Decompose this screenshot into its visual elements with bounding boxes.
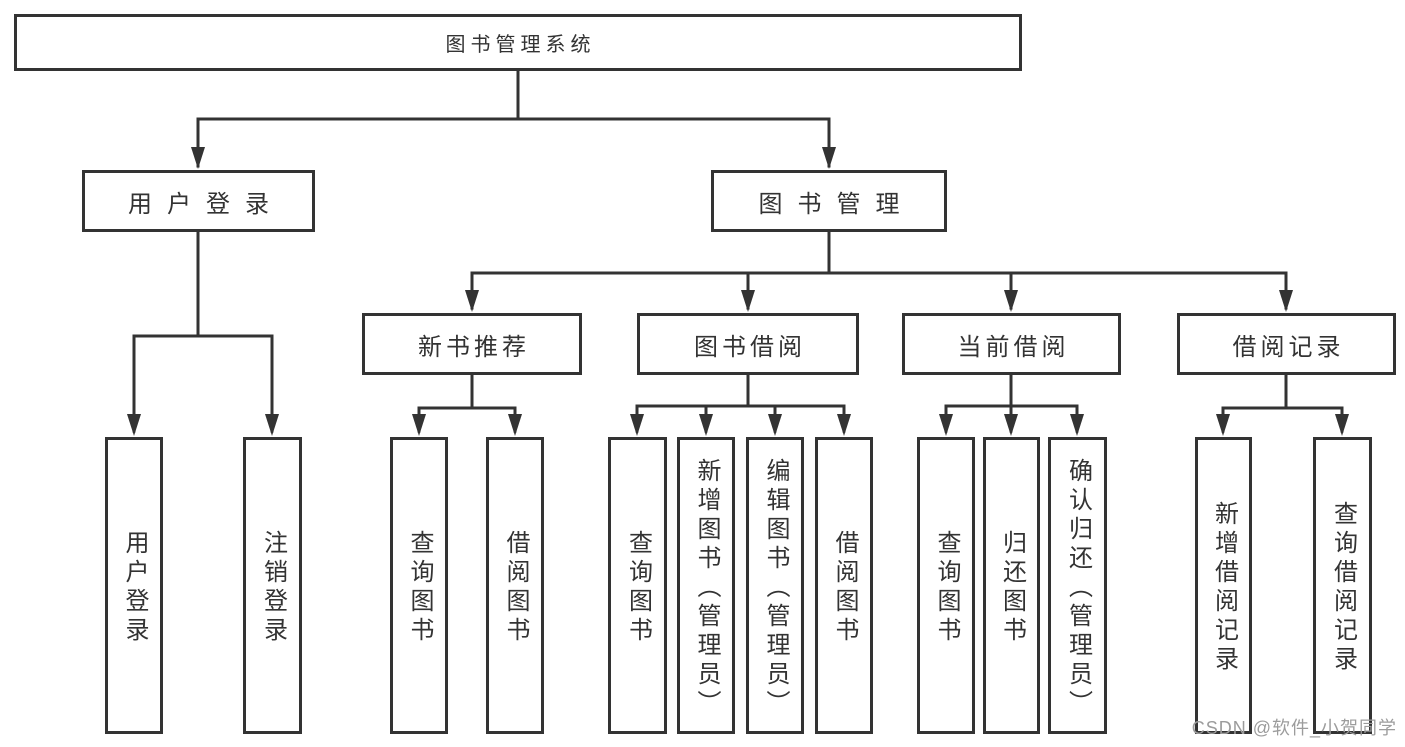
- leaf-recommend-borrow-books-label: 借阅图书: [502, 530, 529, 646]
- leaf-records-query-record-label: 查询借阅记录: [1329, 501, 1357, 675]
- node-user-login-label: 用户登录: [128, 190, 284, 218]
- node-new-book-recommend: 新书推荐: [362, 313, 582, 375]
- leaf-current-query-books: 查询图书: [917, 437, 975, 734]
- node-borrowing-records: 借阅记录: [1177, 313, 1396, 375]
- leaf-records-add-record-label: 新增借阅记录: [1210, 501, 1238, 675]
- node-root-label: 图书管理系统: [445, 34, 596, 56]
- leaf-recommend-query-books-label: 查询图书: [406, 530, 433, 646]
- leaf-borrow-add-books-admin-label: 新增图书（管理员）: [693, 457, 720, 719]
- node-book-management: 图书管理: [711, 170, 947, 232]
- node-current-borrowing: 当前借阅: [902, 313, 1121, 375]
- csdn-watermark: CSDN @软件_小贺同学: [1191, 718, 1397, 738]
- leaf-recommend-query-books: 查询图书: [390, 437, 448, 734]
- node-user-login: 用户登录: [82, 170, 315, 232]
- leaf-borrow-borrow-books-label: 借阅图书: [831, 530, 858, 646]
- leaf-logout-label: 注销登录: [259, 530, 287, 646]
- leaf-borrow-edit-books-admin: 编辑图书（管理员）: [746, 437, 804, 734]
- leaf-borrow-add-books-admin: 新增图书（管理员）: [677, 437, 735, 734]
- leaf-current-return-books-label: 归还图书: [998, 530, 1026, 646]
- leaf-current-confirm-return-admin-label: 确认归还（管理员）: [1064, 457, 1092, 719]
- node-current-borrowing-label: 当前借阅: [957, 333, 1070, 361]
- node-root: 图书管理系统: [14, 14, 1022, 71]
- leaf-user-login: 用户登录: [105, 437, 163, 734]
- node-book-borrowing-label: 图书借阅: [694, 333, 806, 361]
- node-book-borrowing: 图书借阅: [637, 313, 859, 375]
- leaf-records-query-record: 查询借阅记录: [1313, 437, 1372, 734]
- arrowheads: [127, 147, 1349, 436]
- leaf-current-query-books-label: 查询图书: [933, 530, 960, 646]
- node-new-book-recommend-label: 新书推荐: [418, 333, 530, 361]
- node-borrowing-records-label: 借阅记录: [1232, 333, 1345, 361]
- leaf-recommend-borrow-books: 借阅图书: [486, 437, 544, 734]
- leaf-borrow-query-books-label: 查询图书: [624, 530, 652, 646]
- leaf-user-login-label: 用户登录: [121, 530, 148, 646]
- leaf-borrow-query-books: 查询图书: [608, 437, 667, 734]
- node-book-management-label: 图书管理: [758, 190, 915, 218]
- leaf-logout: 注销登录: [243, 437, 302, 734]
- leaf-current-return-books: 归还图书: [983, 437, 1040, 734]
- leaf-borrow-edit-books-admin-label: 编辑图书（管理员）: [762, 457, 789, 719]
- leaf-current-confirm-return-admin: 确认归还（管理员）: [1048, 437, 1107, 734]
- leaf-borrow-borrow-books: 借阅图书: [815, 437, 873, 734]
- leaf-records-add-record: 新增借阅记录: [1195, 437, 1252, 734]
